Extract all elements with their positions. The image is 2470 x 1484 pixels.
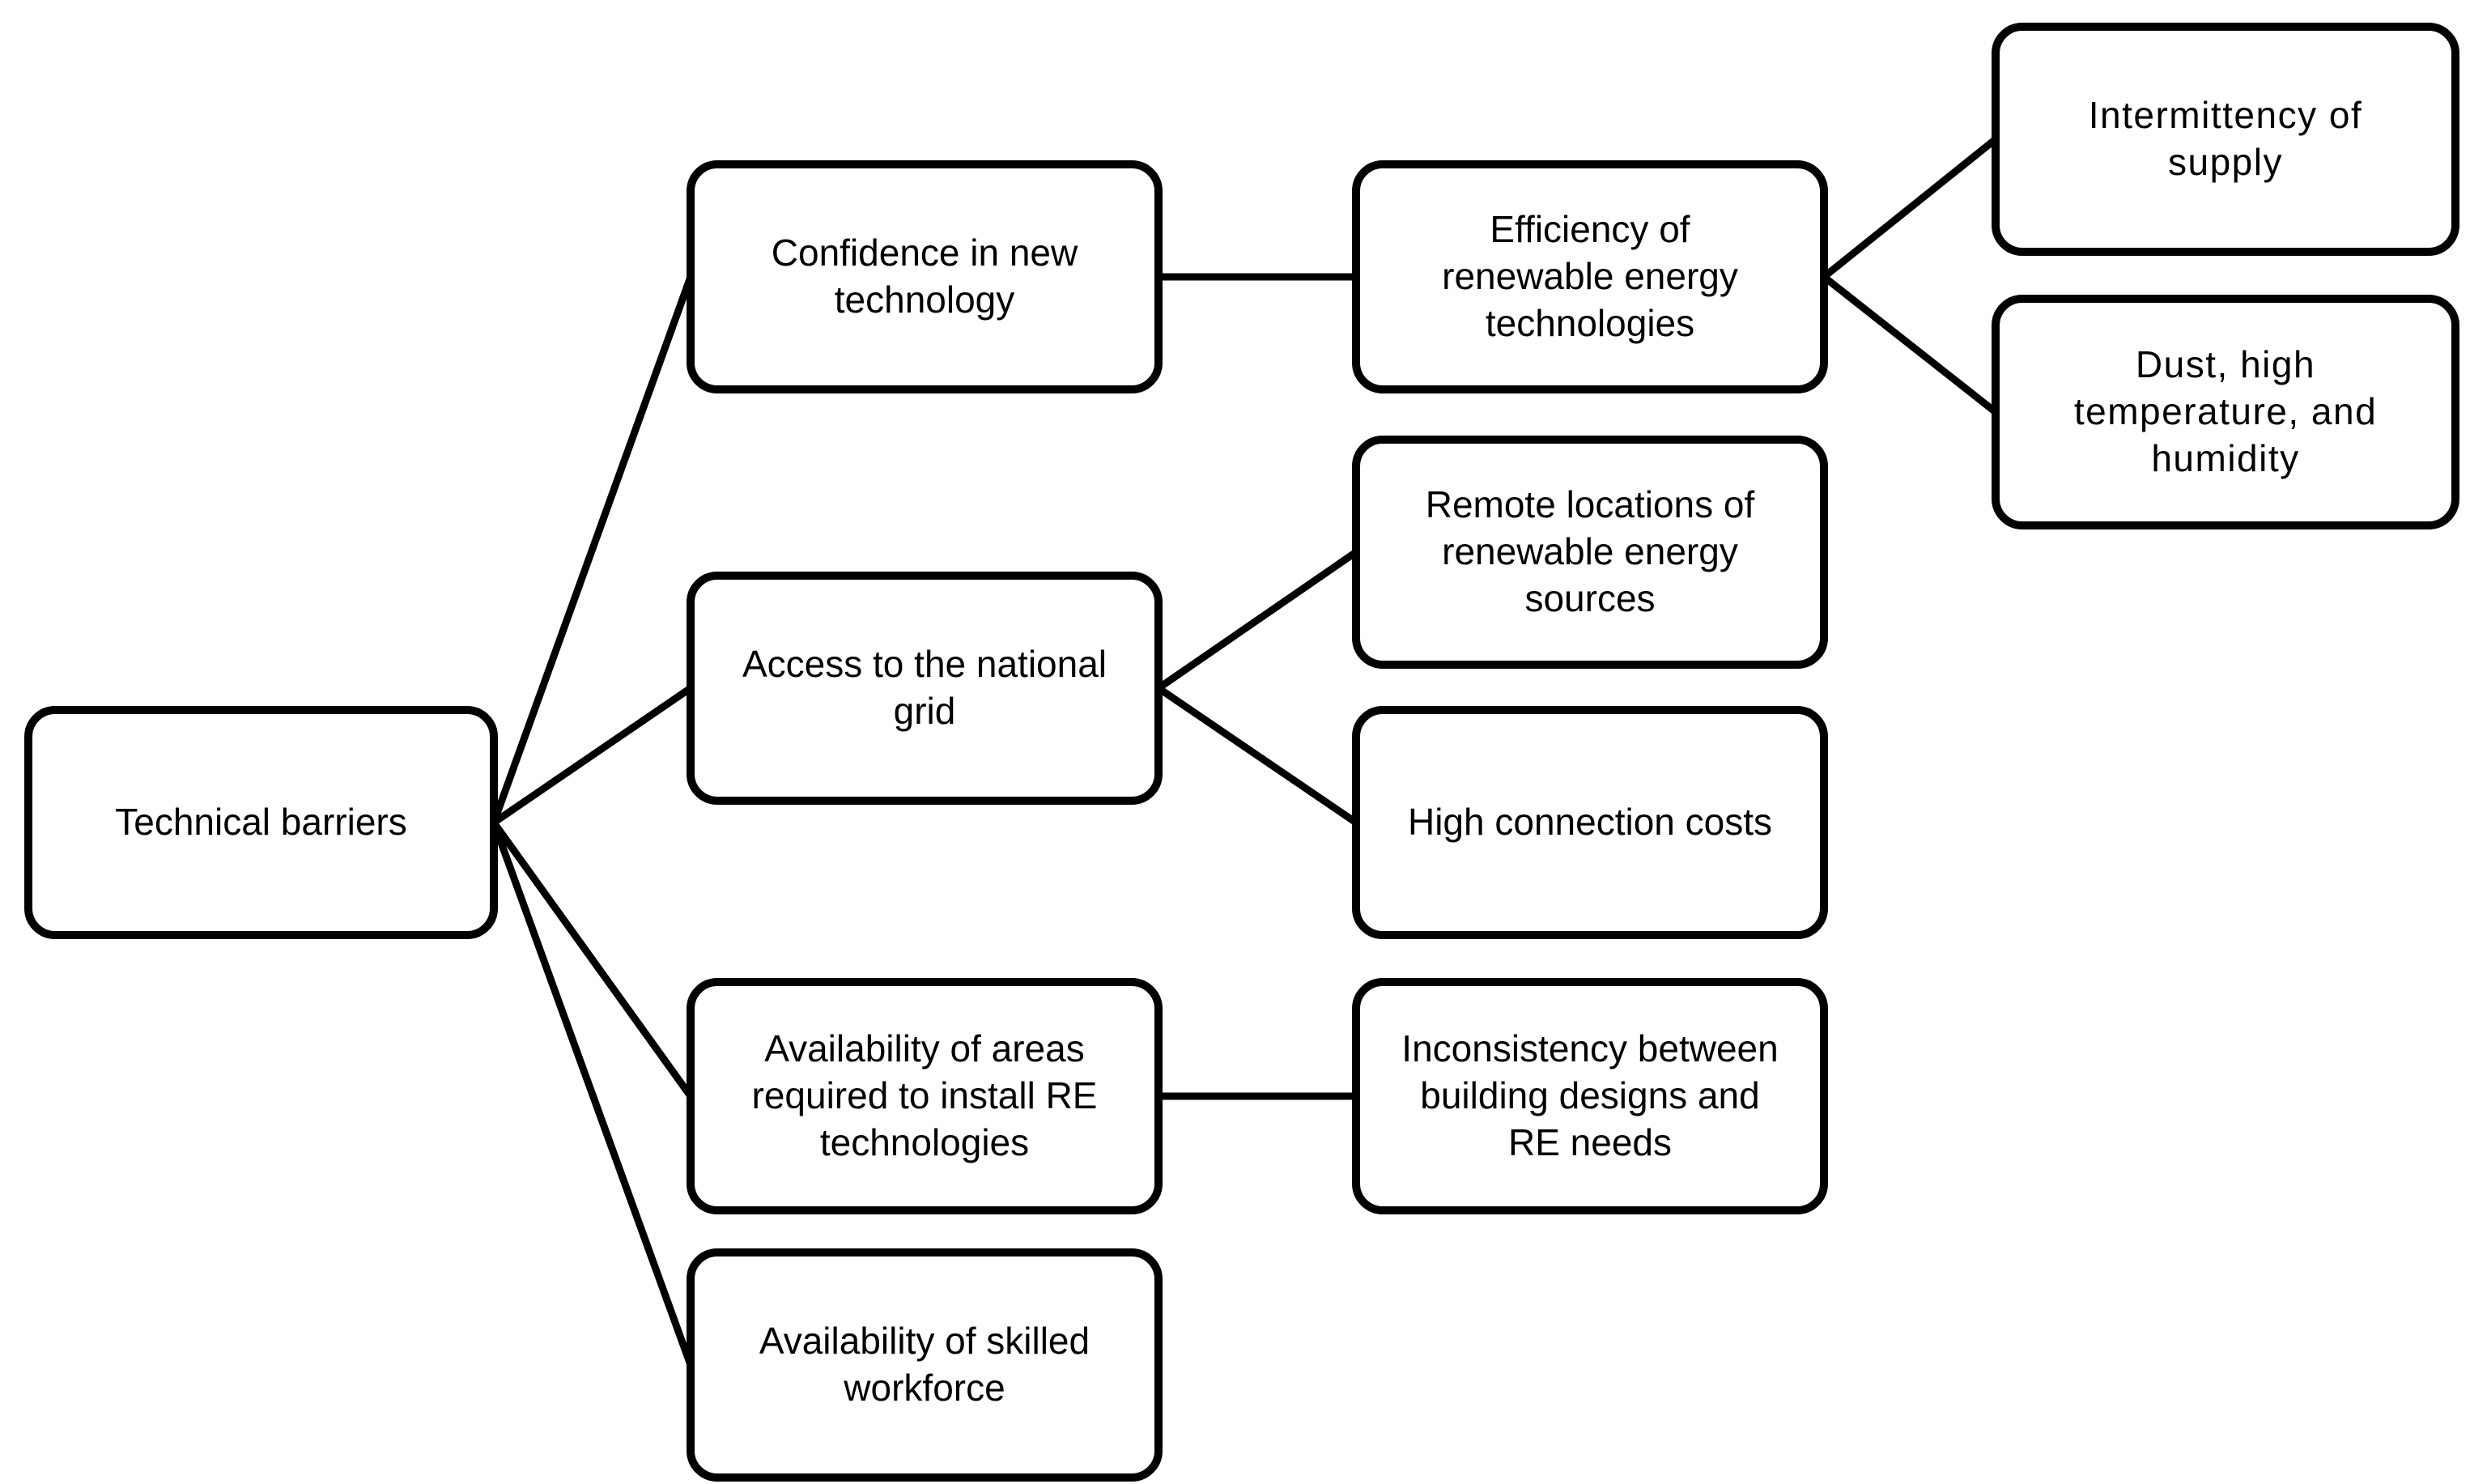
node-dust-temperature-humidity: Dust, high temperature, and humidity [1992,295,2459,529]
edge-technical-barriers-to-confidence [490,275,695,824]
node-high-connection-costs: High connection costs [1352,706,1828,939]
edge-technical-barriers-to-access-grid [491,685,693,826]
edge-technical-barriers-to-availability-areas [491,820,694,1099]
edge-access-grid-to-remote-locations [1156,549,1358,691]
edge-access-grid-to-connection-costs [1156,685,1358,826]
node-intermittency-of-supply: Intermittency of supply [1992,23,2459,256]
node-technical-barriers: Technical barriers [24,706,498,939]
node-availability-of-skilled-workforce: Availability of skilled workforce [687,1248,1163,1482]
edge-efficiency-to-dust-humidity [1822,274,1998,415]
edge-technical-barriers-to-skilled-workforce [490,821,695,1367]
node-inconsistency-building-designs: Inconsistency between building designs a… [1352,978,1828,1214]
node-access-to-national-grid: Access to the national grid [687,572,1163,805]
edge-efficiency-to-intermittency [1822,136,1998,280]
node-confidence-in-new-technology: Confidence in new technology [687,160,1163,393]
node-availability-of-areas: Availability of areas required to instal… [687,978,1163,1214]
node-remote-locations: Remote locations of renewable energy sou… [1352,436,1828,669]
node-efficiency-of-renewable-energy: Efficiency of renewable energy technolog… [1352,160,1828,393]
